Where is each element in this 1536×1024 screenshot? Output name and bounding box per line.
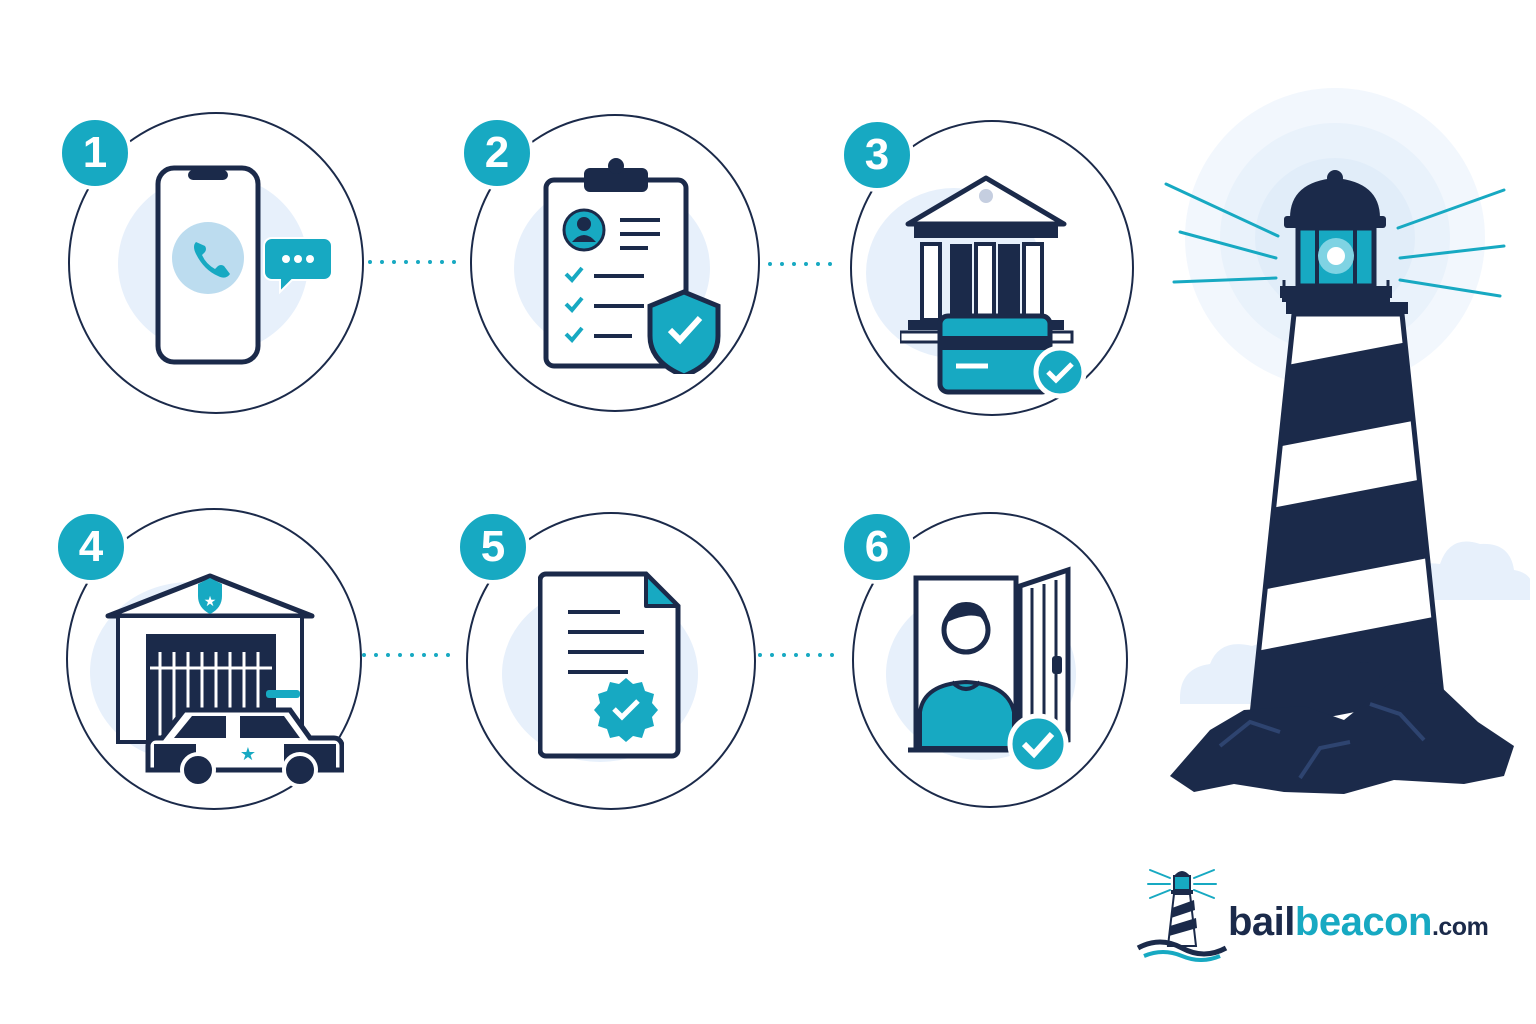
brand-name-part2: beacon — [1294, 900, 1433, 944]
clipboard-checklist-shield-icon — [543, 158, 721, 374]
step-4-number: 4 — [54, 510, 128, 584]
connector-1-2 — [368, 260, 464, 264]
lighthouse-illustration — [1164, 88, 1530, 794]
step-6-number: 6 — [840, 510, 914, 584]
phone-call-chat-icon — [155, 165, 333, 365]
svg-text:★: ★ — [240, 744, 256, 765]
svg-text:★: ★ — [204, 594, 217, 610]
brand-tld: .com — [1431, 913, 1489, 941]
brand-name: bailbeacon.com — [1228, 900, 1489, 945]
released-person-door-icon — [908, 566, 1071, 775]
courthouse-payment-card-icon — [900, 175, 1087, 399]
bailbeacon-logo: bailbeacon.com — [1136, 862, 1516, 962]
step-2-number: 2 — [460, 116, 534, 190]
connector-4-5 — [362, 653, 458, 657]
connector-2-3 — [768, 262, 844, 266]
lighthouse-logo-icon — [1136, 869, 1228, 962]
connector-5-6 — [758, 653, 846, 657]
jail-police-car-icon: ★ ★ — [105, 573, 344, 788]
brand-name-part1: bail — [1228, 900, 1295, 944]
step-5-number: 5 — [456, 510, 530, 584]
step-1-number: 1 — [58, 116, 132, 190]
step-3-number: 3 — [840, 118, 914, 192]
certified-document-icon — [538, 571, 681, 759]
